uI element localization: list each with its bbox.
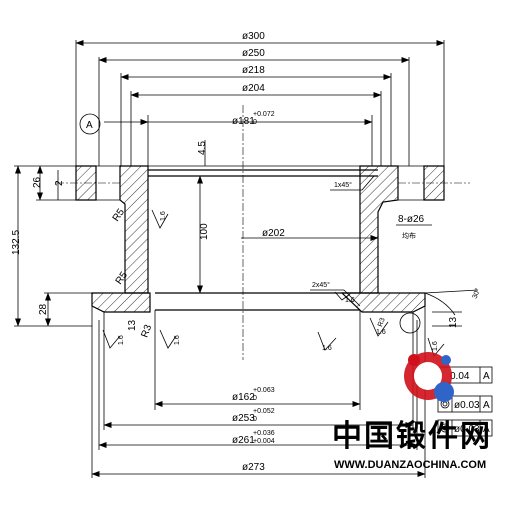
concentricity-icon bbox=[440, 423, 450, 433]
dim-h2: 2 bbox=[54, 180, 65, 186]
dim-d261-tol-upper: +0.036 bbox=[253, 430, 275, 437]
svg-text:ø0.03: ø0.03 bbox=[454, 424, 480, 435]
watermark-url: WWW.DUANZAOCHINA.COM bbox=[334, 459, 486, 471]
dim-angle-30: 30° bbox=[471, 287, 482, 300]
chamfer-top: 1x45° bbox=[334, 181, 352, 189]
dim-h100: 100 bbox=[199, 223, 210, 240]
svg-text:ø0.03: ø0.03 bbox=[454, 400, 480, 411]
dim-h28: 28 bbox=[38, 303, 49, 315]
roughness-symbol: 1.6 bbox=[369, 317, 389, 337]
watermark-chinese: 中国锻件网 bbox=[332, 420, 492, 453]
top-flange-mid-right bbox=[359, 165, 399, 294]
dim-d300: ø300 bbox=[242, 31, 265, 42]
datum-circle bbox=[79, 113, 101, 135]
top-dimensions: ø300 ø250 ø218 ø204 ø181 +0.072 0 A 4.5 bbox=[75, 31, 445, 166]
dim-d204: ø204 bbox=[242, 83, 265, 94]
roughness-symbol: 1.6 bbox=[102, 329, 125, 349]
svg-text:1.6: 1.6 bbox=[322, 345, 332, 352]
section-view bbox=[56, 105, 470, 360]
tolerance-frames: 0.04 A ø0.03 A ø0.03 A bbox=[437, 366, 493, 437]
svg-text:1.6: 1.6 bbox=[118, 335, 125, 345]
dim-d253: ø253 bbox=[232, 413, 255, 424]
dim-d181-tol-lower: 0 bbox=[253, 119, 257, 126]
svg-text:1.6: 1.6 bbox=[345, 297, 355, 304]
dim-r3-right: R3 bbox=[377, 317, 387, 328]
svg-text:1.6: 1.6 bbox=[376, 329, 386, 336]
roughness-symbol: 1.6 bbox=[317, 331, 337, 352]
dim-d162: ø162 bbox=[232, 392, 255, 403]
svg-text:A: A bbox=[483, 400, 490, 411]
tolerance-frame: ø0.03 A bbox=[437, 395, 493, 413]
dim-r3: R3 bbox=[140, 323, 155, 339]
dim-d181-tol-upper: +0.072 bbox=[253, 111, 275, 118]
dim-h4-5: 4.5 bbox=[197, 141, 208, 155]
roughness-symbol: 1.6 bbox=[334, 291, 355, 304]
dim-d218: ø218 bbox=[242, 65, 265, 76]
dim-holes: 8-ø26 bbox=[398, 214, 425, 225]
dim-d273: ø273 bbox=[242, 462, 265, 473]
left-dimensions: 132.5 26 2 28 13 R3 R5 R5 100 bbox=[11, 165, 210, 339]
dim-d253-tol-lower: 0 bbox=[253, 416, 257, 423]
dim-d261-tol-lower: +0.004 bbox=[253, 438, 275, 445]
svg-text:0.04: 0.04 bbox=[450, 371, 470, 382]
svg-text:1.6: 1.6 bbox=[174, 335, 181, 345]
dim-h132-5: 132.5 bbox=[11, 230, 22, 255]
chamfer-bottom: 2x45° bbox=[312, 281, 330, 289]
dim-d253-tol-upper: +0.052 bbox=[253, 408, 275, 415]
dim-d162-tol-upper: +0.063 bbox=[253, 387, 275, 394]
dim-d202: ø202 bbox=[262, 228, 285, 239]
svg-text:A: A bbox=[483, 371, 490, 382]
svg-text:A: A bbox=[483, 424, 490, 435]
datum-label: A bbox=[86, 120, 93, 131]
roughness-symbol: 1.6 bbox=[159, 329, 181, 349]
watermark-logo bbox=[404, 352, 454, 402]
tolerance-frame: ø0.03 A bbox=[437, 419, 493, 437]
bottom-flange-right bbox=[340, 292, 426, 313]
dim-holes-note: 均布 bbox=[402, 231, 416, 240]
bottom-flange-left bbox=[91, 292, 151, 313]
svg-text:1.6: 1.6 bbox=[432, 341, 439, 351]
roughness-symbol: 1.6 bbox=[151, 209, 169, 229]
svg-text:1.6: 1.6 bbox=[160, 211, 167, 221]
dim-h26: 26 bbox=[32, 176, 43, 188]
dim-d250: ø250 bbox=[242, 48, 265, 59]
dim-d181: ø181 bbox=[232, 116, 255, 127]
dim-h13-left: 13 bbox=[127, 319, 138, 331]
dim-d162-tol-lower: 0 bbox=[253, 395, 257, 402]
center-annotations: ø202 1x45° 2x45° 8-ø26 均布 30° 13 R3 bbox=[241, 175, 482, 328]
dim-h13-right: 13 bbox=[448, 316, 459, 328]
dim-d261: ø261 bbox=[232, 435, 255, 446]
